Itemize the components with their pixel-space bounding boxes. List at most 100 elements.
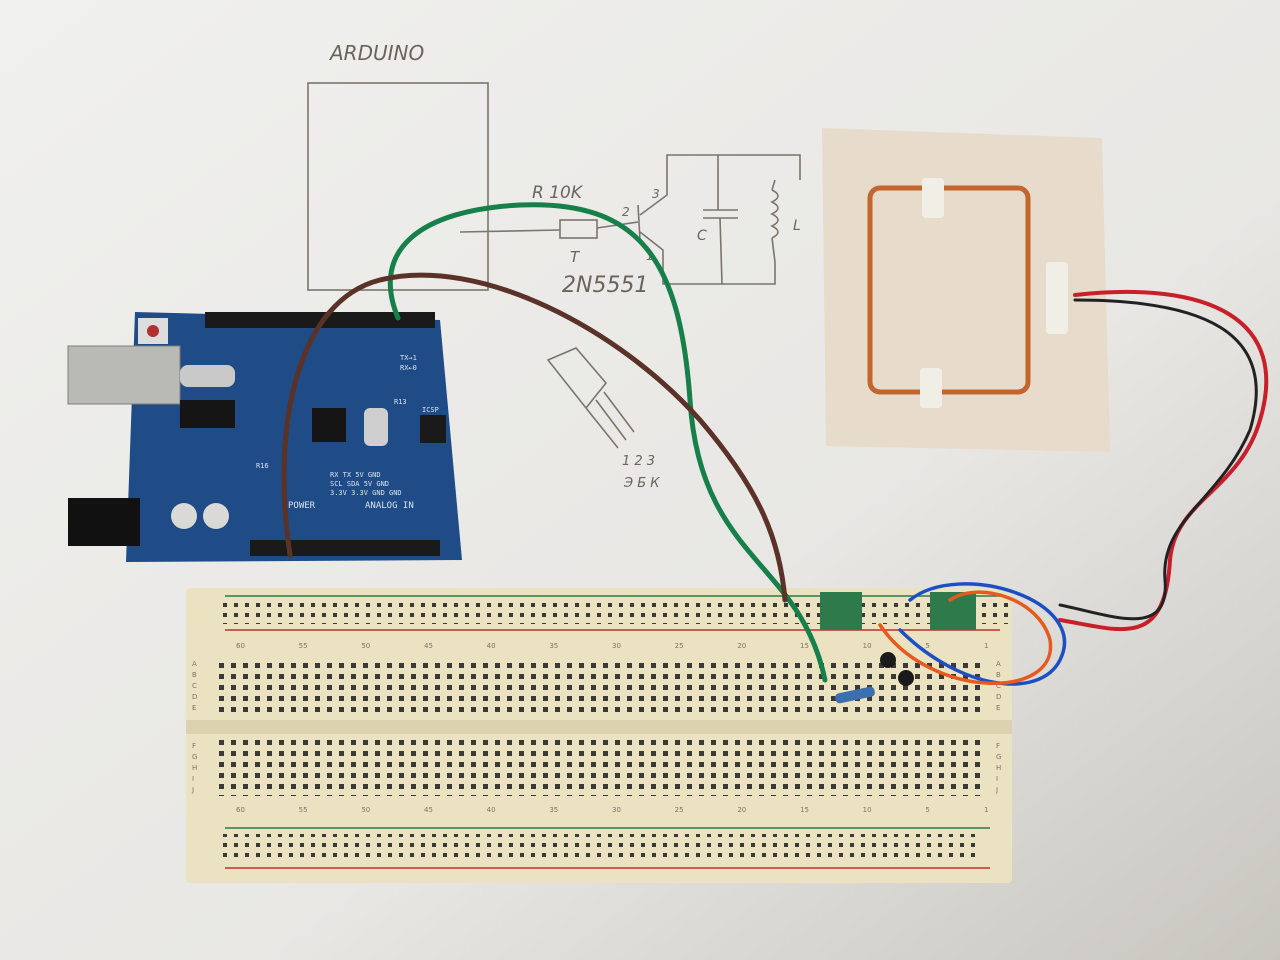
column-number: 5 — [925, 806, 929, 814]
column-number: 15 — [800, 642, 809, 650]
row-letter: G — [996, 753, 1001, 761]
icsp-header — [420, 415, 446, 443]
header-row-3: 3.3V 3.3V GND GND — [330, 489, 402, 497]
schematic-labels: ARDUINO R 10K T 2N5551 2 3 1 C L 1 2 3 Э… — [328, 41, 801, 491]
column-number: 45 — [424, 806, 433, 814]
row-letter: J — [995, 786, 998, 794]
module-board — [820, 592, 862, 630]
r16-label: R16 — [256, 462, 269, 470]
column-number: 50 — [361, 806, 370, 814]
orange-wire — [878, 590, 1053, 686]
pinout-numbers: 1 2 3 — [622, 454, 655, 469]
transistor-2n5551 — [880, 652, 896, 668]
rx-label: RX←0 — [400, 364, 417, 372]
column-number: 30 — [612, 806, 621, 814]
coil-clip — [1046, 262, 1068, 334]
dc-power-jack — [68, 498, 140, 546]
column-number: 25 — [675, 806, 684, 814]
column-number: 20 — [737, 806, 746, 814]
transistor-label: T — [570, 248, 581, 266]
coil-clip — [922, 178, 944, 218]
row-letter: H — [192, 764, 197, 772]
top-power-rail[interactable] — [218, 598, 1008, 624]
terminal-rows-a-e[interactable] — [212, 658, 984, 714]
row-letter: F — [996, 742, 1000, 750]
terminal-rows-f-j[interactable] — [212, 740, 984, 796]
row-letter: B — [996, 671, 1001, 679]
blue-wire — [898, 582, 1067, 686]
usb-chip — [180, 400, 235, 428]
wires — [281, 202, 1269, 686]
column-number: 1 — [984, 642, 988, 650]
column-number: 30 — [612, 642, 621, 650]
column-number: 1 — [984, 806, 988, 814]
column-number: 20 — [737, 642, 746, 650]
column-number: 35 — [549, 806, 558, 814]
oscillator — [364, 408, 388, 446]
resistor-sketch — [559, 219, 598, 239]
column-number: 5 — [925, 642, 929, 650]
arduino-box-sketch — [307, 82, 489, 291]
column-number: 10 — [863, 806, 872, 814]
column-number: 45 — [424, 642, 433, 650]
row-letter: J — [191, 786, 194, 794]
header-row-2: SCL SDA 5V GND — [330, 480, 389, 488]
capacitor — [171, 503, 197, 529]
row-letter: D — [996, 693, 1001, 701]
column-number: 60 — [236, 642, 245, 650]
row-letter: G — [192, 753, 197, 761]
column-number: 55 — [299, 642, 308, 650]
row-letter: F — [192, 742, 196, 750]
digital-header — [205, 312, 435, 328]
icsp-label: ICSP — [422, 406, 439, 414]
column-number: 50 — [361, 642, 370, 650]
atmega-chip — [312, 408, 346, 442]
inductor-label: L — [793, 218, 801, 234]
bottom-power-rail[interactable] — [218, 834, 978, 860]
r13-label: R13 — [394, 398, 407, 406]
usb-connector — [67, 345, 181, 405]
brown-wire — [281, 272, 788, 603]
row-letter: H — [996, 764, 1001, 772]
row-letter: I — [192, 775, 194, 783]
row-letter: C — [192, 682, 197, 690]
row-letter: D — [192, 693, 197, 701]
pinout-letters: Э Б К — [623, 476, 660, 491]
header-row-1: RX TX 5V GND — [330, 471, 381, 479]
capacitor — [203, 503, 229, 529]
pin-2-label: 2 — [622, 205, 630, 219]
analog-label: ANALOG IN — [365, 501, 414, 511]
row-letter: B — [192, 671, 197, 679]
transistor-part: 2N5551 — [562, 273, 648, 298]
power-analog-header — [250, 540, 440, 556]
row-letter: A — [996, 660, 1001, 668]
column-number: 40 — [487, 642, 496, 650]
antenna-card — [822, 128, 1110, 452]
tx-label: TX→1 — [400, 354, 417, 362]
row-letter: C — [996, 682, 1001, 690]
crystal — [180, 365, 235, 387]
column-number: 40 — [487, 806, 496, 814]
column-number: 10 — [863, 642, 872, 650]
copper-coil — [867, 185, 1031, 395]
green-wire — [387, 202, 828, 683]
arduino-board: POWER ANALOG IN RX TX 5V GND SCL SDA 5V … — [67, 312, 462, 562]
row-letter: E — [996, 704, 1000, 712]
coil-clip — [920, 368, 942, 408]
resistor-10k — [835, 686, 875, 704]
column-number: 15 — [800, 806, 809, 814]
column-number: 55 — [299, 806, 308, 814]
row-letter: A — [192, 660, 197, 668]
capacitor-label: C — [697, 228, 707, 244]
hand-drawn-schematic — [307, 82, 801, 449]
transistor — [898, 670, 914, 686]
column-number: 35 — [549, 642, 558, 650]
resistor-label: R 10K — [532, 183, 584, 203]
red-wire — [1058, 290, 1269, 632]
column-number: 60 — [236, 806, 245, 814]
sketch-title: ARDUINO — [328, 41, 424, 65]
black-wire — [1058, 298, 1258, 621]
pin-3-label: 3 — [652, 187, 660, 201]
